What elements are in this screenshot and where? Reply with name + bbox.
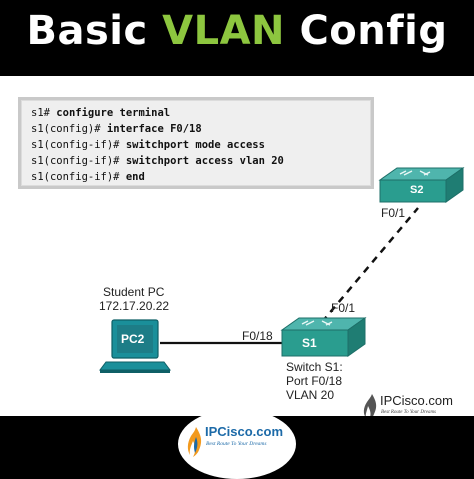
logo-name: IPCisco.com bbox=[205, 424, 284, 439]
title-part1: Basic bbox=[26, 8, 163, 54]
cli-line: s1(config)# interface F0/18 bbox=[31, 123, 202, 135]
cli-line: s1# configure terminal bbox=[31, 107, 171, 119]
page-title: Basic VLAN Config bbox=[0, 8, 474, 54]
cli-box: s1# configure terminal s1(config)# inter… bbox=[18, 97, 374, 189]
watermark-flame-icon bbox=[363, 394, 377, 420]
logo-flame-icon bbox=[187, 427, 202, 457]
switch-s2-icon bbox=[378, 167, 465, 203]
title-accent: VLAN bbox=[162, 8, 286, 54]
watermark-name: IPCisco.com bbox=[380, 393, 453, 408]
cli-line: s1(config-if)# switchport mode access bbox=[31, 139, 265, 151]
switch-s1-icon bbox=[280, 317, 367, 357]
s1-port-left-label: F0/18 bbox=[242, 329, 273, 343]
logo-tagline: Best Route To Your Dreams bbox=[206, 441, 267, 447]
s2-label: S2 bbox=[410, 184, 424, 196]
title-part2: Config bbox=[285, 8, 448, 54]
cli-line: s1(config-if)# end bbox=[31, 171, 145, 183]
cli-line: s1(config-if)# switchport access vlan 20 bbox=[31, 155, 284, 167]
s1-port-top-label: F0/1 bbox=[331, 301, 356, 315]
s1-caption-line3: VLAN 20 bbox=[286, 388, 335, 402]
pc-caption-line1: Student PC bbox=[103, 285, 165, 299]
pc2-icon bbox=[99, 319, 171, 373]
title-banner: Basic VLAN Config bbox=[0, 0, 474, 76]
s1-caption-line2: Port F0/18 bbox=[286, 374, 343, 388]
s2-port-label: F0/1 bbox=[381, 206, 406, 220]
pc2-label: PC2 bbox=[121, 332, 145, 346]
watermark-tagline: Best Route To Your Dreams bbox=[381, 410, 437, 415]
s1-label: S1 bbox=[302, 336, 317, 350]
pc-caption-line2: 172.17.20.22 bbox=[99, 299, 170, 313]
s1-caption-line1: Switch S1: bbox=[286, 360, 343, 374]
